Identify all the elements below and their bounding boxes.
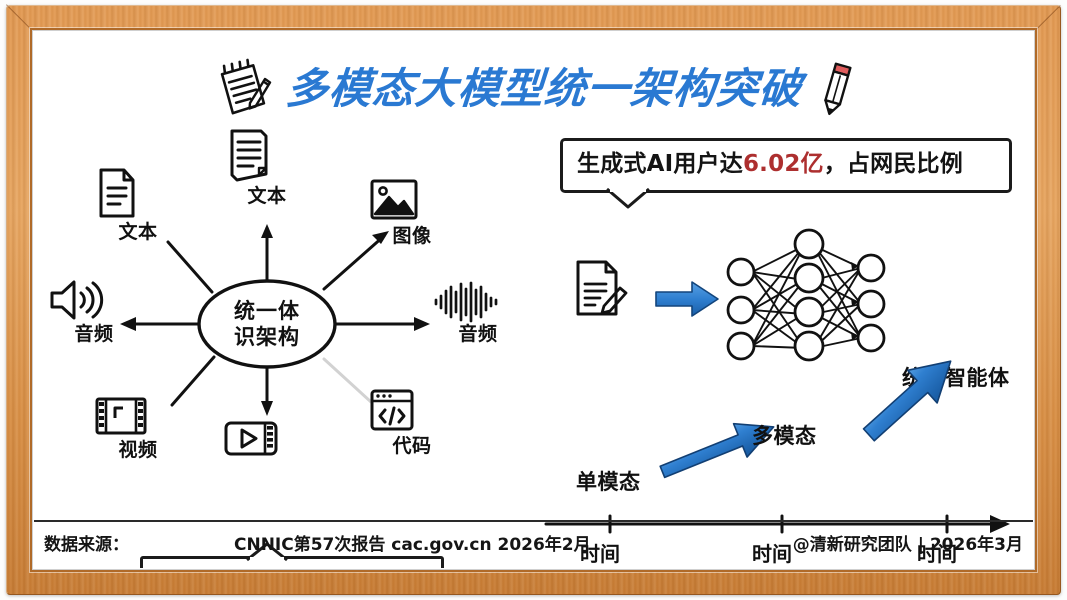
callout-right-post: ，占网民比例 bbox=[823, 151, 963, 177]
node-audio-speaker[interactable]: 音频 bbox=[46, 276, 142, 345]
stage-label-mono: 单模态 bbox=[576, 470, 641, 494]
document-icon bbox=[90, 164, 186, 222]
stat-callout-right: 生成式AI用户达6.02亿，占网民比例 bbox=[560, 138, 1012, 209]
node-image[interactable]: 图像 bbox=[364, 176, 460, 247]
notepad-icon bbox=[210, 58, 272, 119]
growth-arrow-2-icon bbox=[852, 346, 972, 446]
footer: 数据来源： CNNIC第57次报告 cac.gov.cn 2026年2月 @清新… bbox=[34, 520, 1033, 562]
callout-right-pre: 生成式AI用户达 bbox=[577, 151, 743, 177]
footer-credit: @清新研究团队 | 2026年3月 bbox=[792, 534, 1023, 555]
timeline-axis bbox=[544, 514, 1010, 534]
node-video-play[interactable] bbox=[219, 416, 315, 460]
code-window-icon bbox=[364, 386, 460, 436]
waveform-icon bbox=[430, 280, 526, 324]
page-title: 多模态大模型统一架构突破 bbox=[284, 64, 805, 113]
node-label: 代码 bbox=[392, 435, 432, 457]
footer-source-value: CNNIC第57次报告 cac.gov.cn 2026年2月 bbox=[234, 534, 591, 555]
node-label: 图像 bbox=[392, 225, 432, 247]
timeline-tick-label-1: 时间 bbox=[580, 542, 620, 566]
callout-tail-up bbox=[246, 542, 288, 562]
title-row: 多模态大模型统一架构突破 bbox=[34, 52, 1033, 126]
timeline-tick-label-2: 时间 bbox=[752, 542, 792, 566]
hub-label-line2: 识架构 bbox=[234, 324, 300, 349]
document-pencil-icon bbox=[568, 256, 630, 322]
node-code[interactable]: 代码 bbox=[364, 386, 460, 457]
timeline-tick-label-3: 时间 bbox=[917, 542, 957, 566]
neural-network-icon bbox=[719, 228, 909, 378]
node-label: 音频 bbox=[74, 323, 114, 345]
callout-right-stat: 6.02亿 bbox=[742, 151, 824, 177]
poster-canvas: 多模态大模型统一架构突破 bbox=[34, 32, 1033, 568]
node-label: 视频 bbox=[118, 439, 158, 461]
hub-label-line1: 统一体 bbox=[234, 299, 300, 323]
stage-label-multi: 多模态 bbox=[752, 424, 817, 448]
pencil-icon bbox=[817, 59, 857, 119]
image-icon bbox=[364, 176, 460, 226]
stat-callout-left: 生成式AI用户达6.02亿， 占网民比例超53% bbox=[140, 542, 444, 568]
growth-arrow-1-icon bbox=[654, 419, 784, 479]
architecture-flow-panel: 生成式AI用户达6.02亿，占网民比例 bbox=[534, 124, 1026, 566]
node-label: 音频 bbox=[458, 323, 498, 345]
node-video[interactable]: 视频 bbox=[90, 392, 186, 461]
speaker-icon bbox=[46, 276, 142, 324]
node-text-top[interactable]: 文本 bbox=[219, 126, 315, 207]
node-audio-waveform[interactable]: 音频 bbox=[430, 280, 526, 345]
callout-tail-down bbox=[606, 187, 650, 209]
node-label: 文本 bbox=[247, 185, 287, 207]
callout-right-line: 生成式AI用户达6.02亿，占网民比例 bbox=[577, 151, 997, 179]
node-text-topleft[interactable]: 文本 bbox=[90, 164, 186, 243]
document-lines-icon bbox=[219, 126, 315, 186]
callout-line-1: 生成式AI用户达6.02亿， bbox=[155, 567, 429, 568]
node-label: 文本 bbox=[118, 221, 158, 243]
hub-center-label: 统一体 识架构 bbox=[203, 299, 331, 350]
video-play-icon bbox=[219, 416, 315, 460]
blue-arrow-icon bbox=[654, 279, 720, 319]
hub-spokes bbox=[120, 224, 430, 419]
footer-source-label: 数据来源： bbox=[44, 534, 129, 555]
modality-hub-diagram: 统一体 识架构 文本 bbox=[50, 124, 522, 568]
film-strip-icon bbox=[90, 392, 186, 440]
